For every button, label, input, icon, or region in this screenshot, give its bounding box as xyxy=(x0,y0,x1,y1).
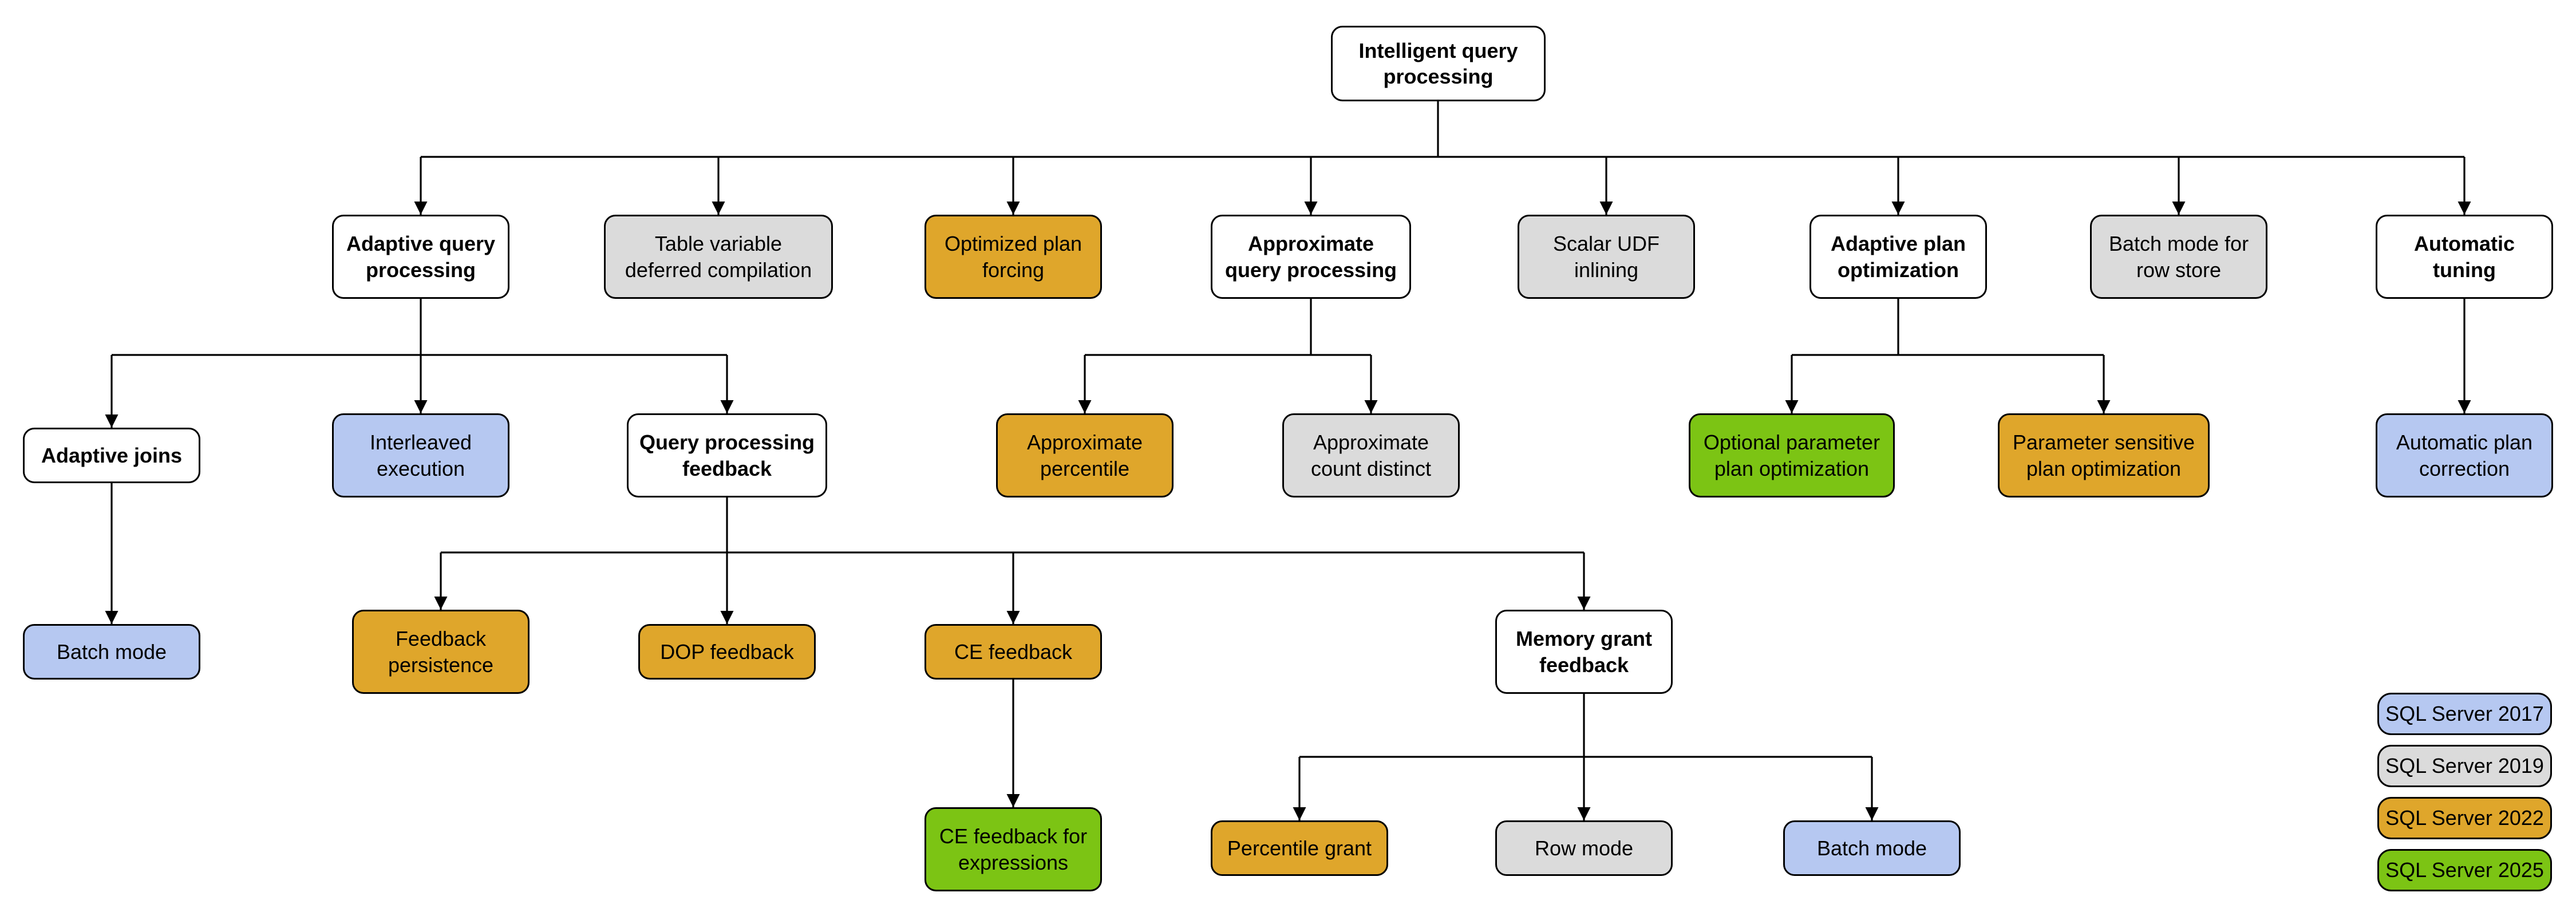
legend-sql-server-2022: SQL Server 2022 xyxy=(2377,797,2552,839)
node-automatic-tuning: Automatic tuning xyxy=(2376,215,2553,299)
node-batch-mode-for-row-store: Batch mode for row store xyxy=(2090,215,2267,299)
legend-label: SQL Server 2019 xyxy=(2385,754,2544,777)
node-adaptive-joins: Adaptive joins xyxy=(23,428,200,483)
legend-sql-server-2025: SQL Server 2025 xyxy=(2377,849,2552,891)
node-dop-feedback: DOP feedback xyxy=(638,624,816,680)
node-label: Table variable deferred compilation xyxy=(625,232,812,282)
node-batch-mode-memory-grant: Batch mode xyxy=(1783,820,1961,876)
node-label: Optional parameter plan optimization xyxy=(1703,431,1880,480)
node-label: Row mode xyxy=(1534,836,1634,860)
node-scalar-udf-inlining: Scalar UDF inlining xyxy=(1518,215,1695,299)
node-query-processing-feedback: Query processing feedback xyxy=(627,413,827,498)
node-batch-mode-adaptive-joins: Batch mode xyxy=(23,624,200,680)
node-approximate-percentile: Approximate percentile xyxy=(996,413,1174,498)
node-label: Percentile grant xyxy=(1227,836,1372,860)
node-ce-feedback-for-expressions: CE feedback for expressions xyxy=(924,807,1102,891)
node-label: Memory grant feedback xyxy=(1515,627,1653,677)
node-approximate-count-distinct: Approximate count distinct xyxy=(1282,413,1460,498)
node-adaptive-plan-optimization: Adaptive plan optimization xyxy=(1809,215,1987,299)
node-adaptive-query-processing: Adaptive query processing xyxy=(332,215,509,299)
node-label: Batch mode for row store xyxy=(2108,232,2249,282)
legend-label: SQL Server 2025 xyxy=(2385,858,2544,882)
node-row-mode: Row mode xyxy=(1495,820,1673,876)
node-label: CE feedback for expressions xyxy=(939,824,1088,874)
legend-label: SQL Server 2017 xyxy=(2385,702,2544,725)
node-label: Intelligent query processing xyxy=(1358,38,1518,88)
node-label: Scalar UDF inlining xyxy=(1552,232,1660,282)
node-memory-grant-feedback: Memory grant feedback xyxy=(1495,610,1673,694)
node-ce-feedback: CE feedback xyxy=(924,624,1102,680)
node-optimized-plan-forcing: Optimized plan forcing xyxy=(924,215,1102,299)
node-optional-parameter-plan-optimization: Optional parameter plan optimization xyxy=(1689,413,1895,498)
node-label: Feedback persistence xyxy=(388,627,494,677)
node-approximate-query-processing: Approximate query processing xyxy=(1211,215,1411,299)
node-label: Optimized plan forcing xyxy=(944,232,1082,282)
node-label: Interleaved execution xyxy=(369,431,472,480)
node-label: Approximate count distinct xyxy=(1310,431,1432,480)
legend-sql-server-2019: SQL Server 2019 xyxy=(2377,745,2552,787)
node-label: Approximate query processing xyxy=(1224,232,1397,282)
node-table-variable-deferred-compilation: Table variable deferred compilation xyxy=(604,215,833,299)
connectors xyxy=(105,101,2471,820)
node-label: Query processing feedback xyxy=(639,431,815,480)
node-percentile-grant: Percentile grant xyxy=(1211,820,1388,876)
node-label: Adaptive query processing xyxy=(346,232,496,282)
node-automatic-plan-correction: Automatic plan correction xyxy=(2376,413,2553,498)
legend-label: SQL Server 2022 xyxy=(2385,806,2544,830)
node-label: Approximate percentile xyxy=(1026,431,1143,480)
node-interleaved-execution: Interleaved execution xyxy=(332,413,509,498)
node-label: Adaptive plan optimization xyxy=(1830,232,1966,282)
node-intelligent-query-processing: Intelligent query processing xyxy=(1331,26,1546,101)
node-label: Batch mode xyxy=(56,639,167,664)
node-label: Parameter sensitive plan optimization xyxy=(2012,431,2195,480)
node-label: CE feedback xyxy=(954,639,1073,664)
node-label: DOP feedback xyxy=(660,639,794,664)
node-feedback-persistence: Feedback persistence xyxy=(352,610,530,694)
legend-sql-server-2017: SQL Server 2017 xyxy=(2377,693,2552,735)
node-label: Automatic plan correction xyxy=(2396,431,2533,480)
node-label: Automatic tuning xyxy=(2413,232,2515,282)
node-label: Adaptive joins xyxy=(41,443,183,467)
node-label: Batch mode xyxy=(1816,836,1927,860)
node-parameter-sensitive-plan-optimization: Parameter sensitive plan optimization xyxy=(1998,413,2210,498)
